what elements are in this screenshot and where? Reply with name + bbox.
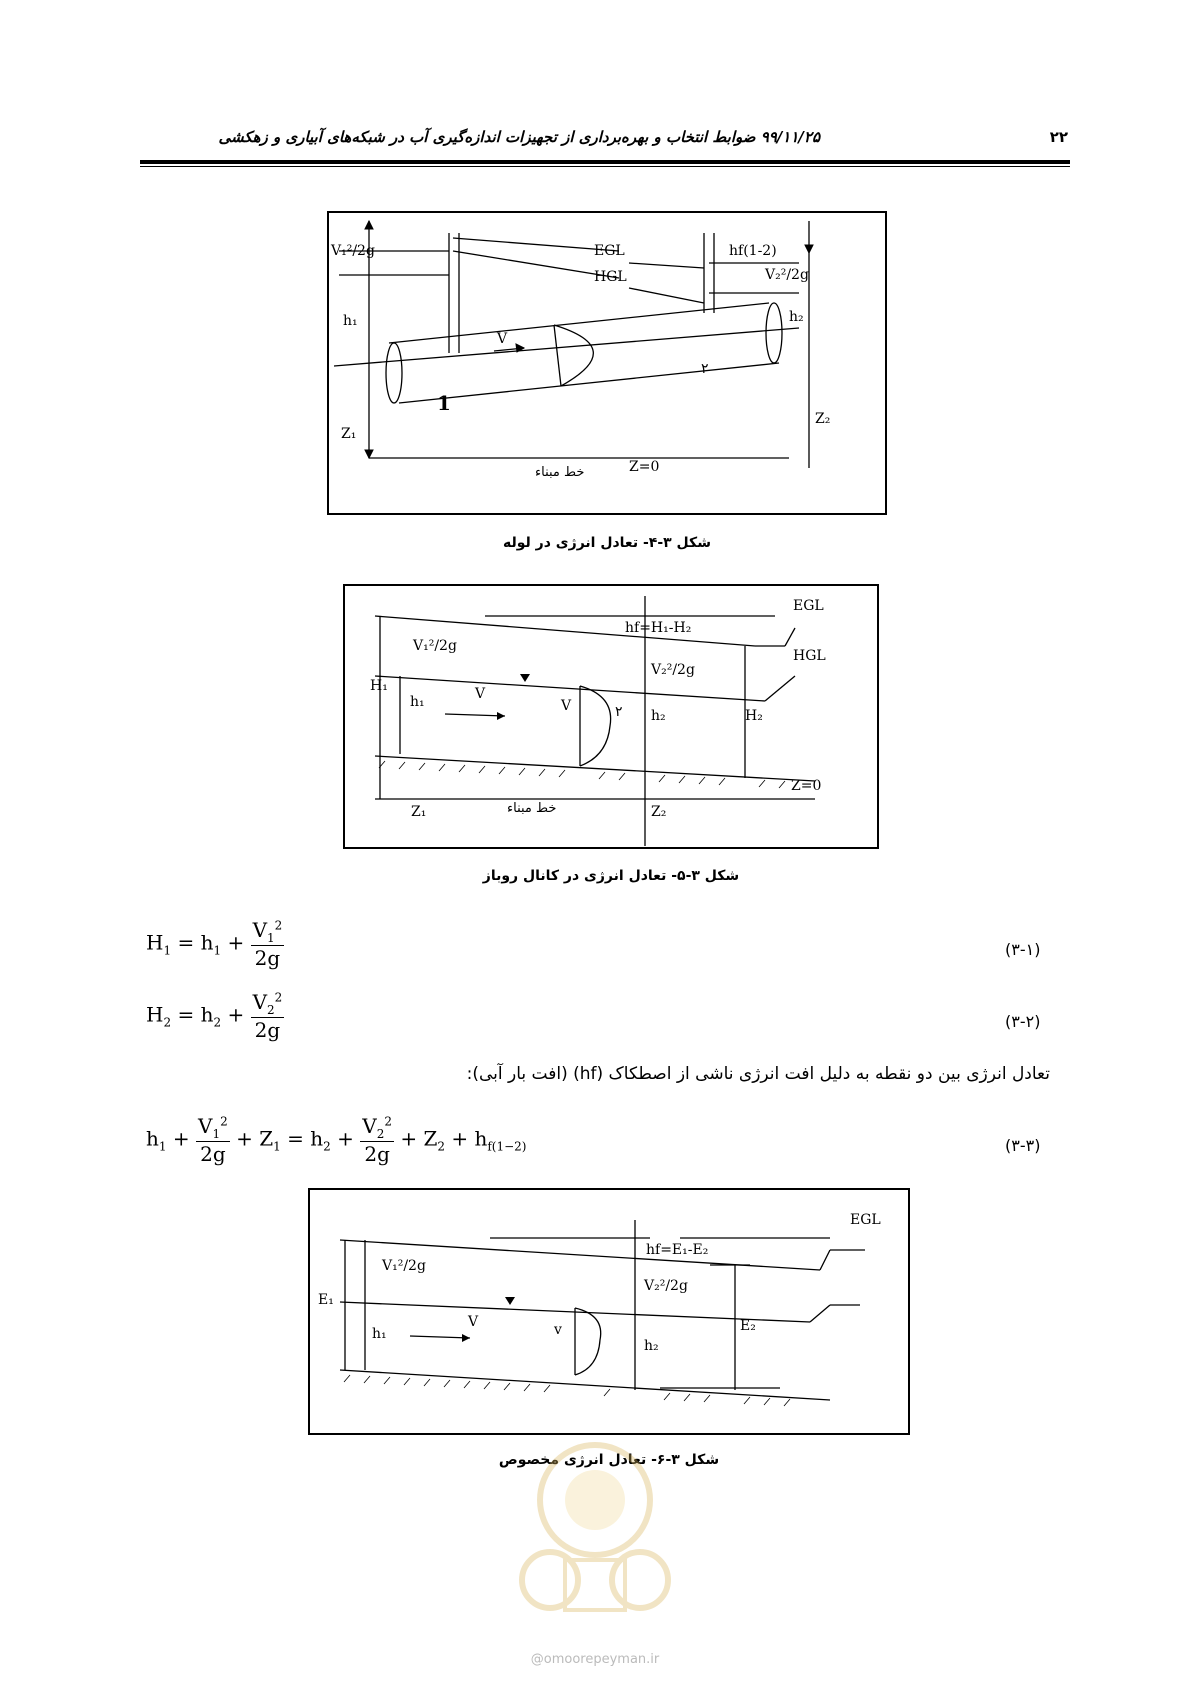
equation-2-number: (۳-۲)	[1005, 1012, 1041, 1031]
fig3-label-h2: h₂	[644, 1338, 659, 1354]
fig2-label-z0: Z=0	[791, 778, 821, 794]
fig1-label-z2: Z₂	[815, 411, 830, 427]
specific-energy-diagram: EGL hf=E₁-E₂ V₁²/2g V₂²/2g E₁ h₁ V v h₂ …	[318, 1212, 881, 1407]
fig2-label-z1: Z₁	[411, 804, 426, 820]
figure3-caption: شکل ۳-۶- تعادل انرژی مخصوص	[498, 1452, 720, 1468]
fig3-label-egl: EGL	[850, 1212, 881, 1228]
footer-site: @omoorepeyman.ir	[530, 1652, 660, 1667]
fig1-label-hgl: HGL	[594, 269, 627, 285]
fig2-label-h2: h₂	[651, 708, 666, 724]
fig2-label-2: ۲	[615, 704, 623, 720]
figure2-caption: شکل ۳-۵- تعادل انرژی در کانال روباز	[482, 868, 740, 884]
fig1-label-h1: h₁	[343, 313, 358, 329]
fig3-label-h1: h₁	[372, 1326, 387, 1342]
fig3-label-E1: E₁	[318, 1292, 334, 1308]
fig2-label-H1: H₁	[370, 678, 388, 694]
fig2-label-hf: hf=H₁-H₂	[625, 620, 691, 636]
figure1-caption: شکل ۳-۴- تعادل انرژی در لوله	[503, 535, 711, 551]
energy-balance-paragraph: تعادل انرژی بین دو نقطه به دلیل افت انرژ…	[466, 1064, 1050, 1084]
figure-channel-energy: EGL HGL hf=H₁-H₂ V₁²/2g V₂²/2g H₁ h₁ V V…	[343, 584, 879, 849]
fig1-label-v: V	[496, 331, 508, 347]
fig1-label-z0: Z=0	[629, 459, 659, 475]
fig2-label-hgl: HGL	[793, 648, 826, 664]
figure-pipe-energy: V₁²/2g EGL HGL hf(1-2) V₂²/2g h₁ h₂ V 1 …	[327, 211, 887, 515]
equation-3-number: (۳-۳)	[1005, 1136, 1041, 1155]
fig3-label-v1: V₁²/2g	[381, 1258, 426, 1274]
fig1-label-datum: خط مبناء	[535, 465, 584, 480]
fig3-label-hf: hf=E₁-E₂	[646, 1242, 708, 1258]
fig2-label-v-small: V	[560, 698, 572, 714]
fig2-label-datum: خط مبناء	[507, 801, 556, 816]
header-rule-thin	[140, 166, 1070, 167]
figure-specific-energy: EGL hf=E₁-E₂ V₁²/2g V₂²/2g E₁ h₁ V v h₂ …	[308, 1188, 910, 1435]
fig3-label-v-small: v	[553, 1322, 562, 1338]
fig1-label-v2: V₂²/2g	[764, 267, 809, 283]
fig2-label-egl: EGL	[793, 598, 824, 614]
fig3-label-v2: V₂²/2g	[643, 1278, 688, 1294]
fig1-label-h2: h₂	[789, 309, 804, 325]
fig1-label-2: ۲	[701, 361, 709, 377]
fig2-label-z2: Z₂	[651, 804, 666, 820]
fig1-label-hf: hf(1-2)	[729, 243, 777, 259]
fig2-label-v2: V₂²/2g	[650, 662, 695, 678]
fig1-label-1: 1	[437, 391, 451, 415]
equation-1-number: (۳-۱)	[1005, 940, 1041, 959]
fig3-label-v: V	[467, 1314, 479, 1330]
fig2-label-v: V	[474, 686, 486, 702]
channel-diagram: EGL HGL hf=H₁-H₂ V₁²/2g V₂²/2g H₁ h₁ V V…	[370, 596, 826, 846]
watermark-seal	[519, 1442, 671, 1612]
fig1-label-v1: V₁²/2g	[330, 243, 375, 259]
fig3-label-E2: E₂	[740, 1318, 756, 1334]
header-title: ۹۹/۱۱/۲۵ ضوابط انتخاب و بهره‌برداری از ت…	[218, 128, 820, 146]
fig2-label-H2: H₂	[745, 708, 763, 724]
fig1-label-egl: EGL	[594, 243, 625, 259]
fig2-label-h1: h₁	[410, 694, 425, 710]
header-rule	[140, 160, 1070, 164]
fig1-label-z1: Z₁	[341, 426, 356, 442]
page-number: ۲۲	[1049, 128, 1068, 146]
fig2-label-v1: V₁²/2g	[412, 638, 457, 654]
pipe-diagram: V₁²/2g EGL HGL hf(1-2) V₂²/2g h₁ h₂ V 1 …	[330, 219, 830, 480]
